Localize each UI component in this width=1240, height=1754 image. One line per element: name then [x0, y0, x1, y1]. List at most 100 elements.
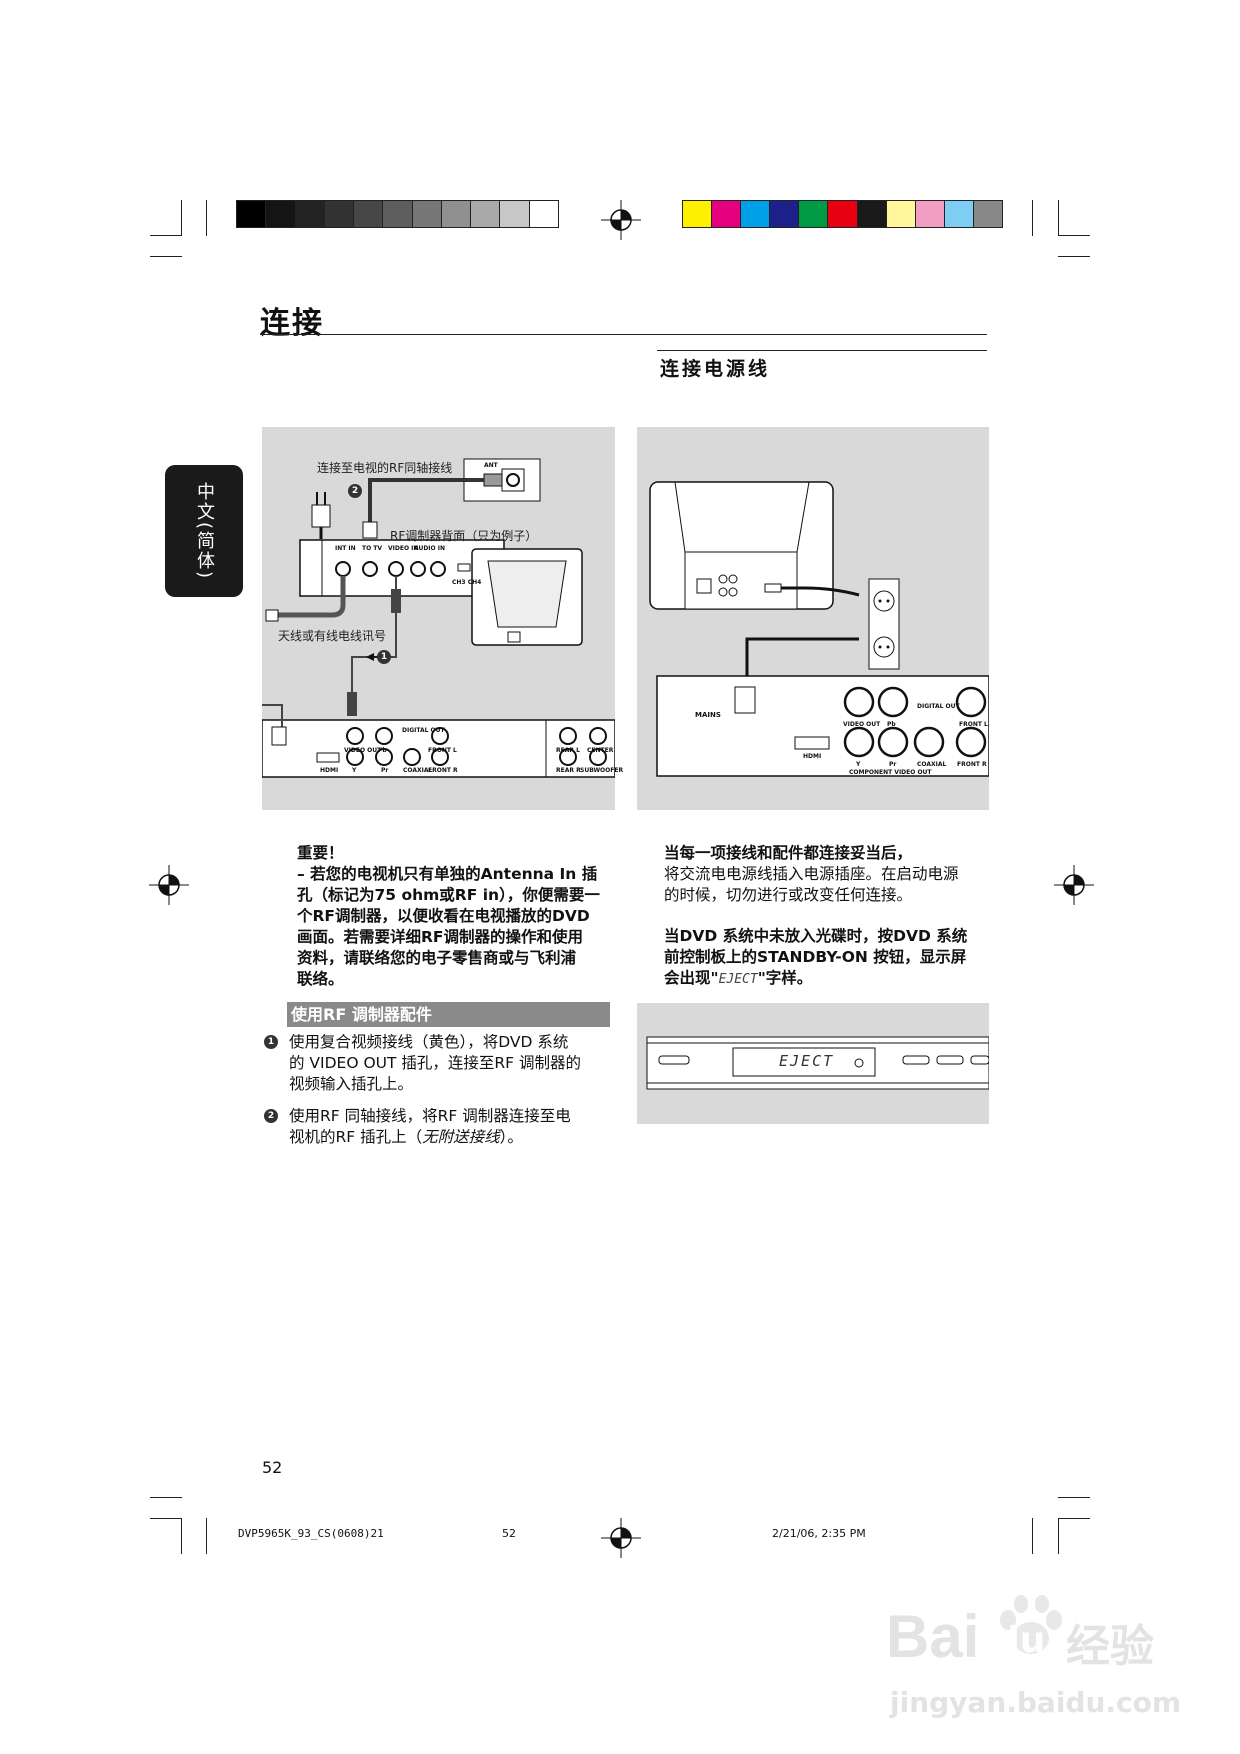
port-label: CH3 CH4: [452, 579, 482, 586]
eject-display-text: EJECT: [779, 1052, 835, 1070]
player-port-label: REAR R: [556, 767, 581, 774]
player-port-label: CENTER: [587, 747, 614, 754]
player-port-label: Pb: [887, 721, 896, 728]
front-panel-illustration: [646, 1036, 989, 1090]
player-port-label: REAR L: [556, 747, 580, 754]
ant-label: ANT: [484, 462, 498, 469]
power-last-c: "字样。: [757, 969, 813, 987]
color-swatch: [972, 200, 1003, 228]
port-label: INT IN: [335, 545, 356, 552]
power-bold-line: 前控制板上的STANDBY-ON 按钮，显示屏: [664, 948, 967, 966]
color-swatch: [265, 200, 296, 228]
color-swatch: [740, 200, 771, 228]
front-panel-diagram: EJECT: [637, 1003, 989, 1124]
rf-step-1-line: 使用复合视频接线（黄色），将DVD 系统: [289, 1033, 569, 1051]
important-line: 联络。: [297, 970, 344, 988]
color-swatch: [682, 200, 713, 228]
crop-mark: [1058, 256, 1090, 257]
power-bold-line: 当DVD 系统中未放入光碟时，按DVD 系统: [664, 927, 968, 945]
section-title: 连接电源线: [660, 358, 771, 380]
player-port-label: VIDEO OUT: [843, 721, 881, 728]
baidu-watermark: Bai du 经验 jingyan.baidu.com: [886, 1590, 1181, 1730]
player-port-label: COAXIAL: [403, 767, 433, 774]
player-port-label: Pr: [381, 767, 389, 774]
footer-page: 52: [502, 1527, 516, 1540]
power-connection-diagram: MAINS VIDEO OUT Pb DIGITAL OUT FRONT L H…: [637, 427, 989, 810]
crop-mark: [1058, 1497, 1090, 1498]
rf-step-2-italic: 无附送接线: [422, 1128, 500, 1146]
color-swatch: [323, 200, 355, 228]
crop-mark: [181, 1518, 182, 1554]
color-swatch: [711, 200, 742, 228]
important-line: 个RF调制器，以便收看在电视播放的DVD: [297, 907, 590, 925]
power-eject-glyph: EJECT: [718, 972, 758, 987]
page-title: 连接: [260, 306, 324, 341]
player-port-label: DIGITAL OUT: [402, 727, 445, 734]
port-label: TO TV: [362, 545, 383, 552]
modulator-label: RF调制器背面（只为例子）: [390, 529, 538, 543]
important-line: 资料，请联络您的电子零售商或与飞利浦: [297, 949, 577, 967]
color-swatch: [528, 200, 559, 228]
registration-mark-icon: [1054, 865, 1094, 905]
crop-mark: [150, 256, 182, 257]
player-port-label: HDMI: [803, 753, 822, 760]
power-heading: 当每一项接线和配件都连接妥当后，: [664, 844, 913, 862]
crop-mark: [150, 1497, 182, 1498]
player-port-label: SUBWOOFER: [580, 767, 624, 774]
color-swatch: [943, 200, 974, 228]
color-swatch: [885, 200, 916, 228]
power-connection-illustration: [649, 481, 989, 777]
rf-step-2-line-2: 视机的RF 插孔上（无附送接线）。: [289, 1127, 523, 1148]
color-swatch: [769, 200, 800, 228]
crop-mark: [1058, 200, 1059, 236]
step-2-marker: 2: [348, 484, 362, 498]
power-line: 的时候，切勿进行或改变任何连接。: [664, 886, 913, 904]
port-label: VIDEO IN: [388, 545, 419, 552]
player-port-label: COAXIAL: [917, 761, 947, 768]
crop-mark: [206, 1518, 207, 1554]
color-swatch: [353, 200, 384, 228]
footer-date: 2/21/06, 2:35 PM: [772, 1527, 866, 1540]
important-heading: 重要！: [297, 844, 344, 862]
mains-label: MAINS: [695, 711, 721, 719]
rf-step-2-line: 使用RF 同轴接线，将RF 调制器连接至电: [289, 1107, 571, 1125]
page-number: 52: [262, 1458, 283, 1477]
color-swatch: [499, 200, 530, 228]
rf-step-2-end: ）。: [499, 1128, 523, 1146]
antenna-label: 天线或有线电线讯号: [278, 629, 387, 643]
color-swatch: [470, 200, 501, 228]
crop-mark: [150, 235, 182, 236]
player-port-label: VIDEO OUT: [344, 747, 382, 754]
important-line: 画面。若需要详细RF调制器的操作和使用: [297, 928, 584, 946]
important-line: – 若您的电视机只有单独的Antenna In 插: [297, 865, 598, 883]
language-tab: 中文(简体): [165, 465, 243, 597]
crop-mark: [1058, 1518, 1059, 1554]
power-last-line: 会出现"EJECT"字样。: [664, 968, 812, 990]
color-swatch: [382, 200, 413, 228]
crop-mark: [1058, 1518, 1090, 1519]
player-port-label: DIGITAL OUT: [917, 703, 960, 710]
player-port-label: COMPONENT VIDEO OUT: [849, 769, 932, 776]
step-1-bullet: 1: [264, 1035, 278, 1049]
important-line: 孔（标记为75 ohm或RF in），你便需要一: [297, 886, 600, 904]
player-port-label: HDMI: [320, 767, 339, 774]
rf-step-2-text: 视机的RF 插孔上（: [289, 1128, 423, 1146]
player-port-label: FRONT R: [957, 761, 987, 768]
crop-mark: [1058, 235, 1090, 236]
color-swatch: [236, 200, 267, 228]
step-2-bullet: 2: [264, 1109, 278, 1123]
player-port-label: Y: [352, 767, 357, 774]
rf-section-title: 使用RF 调制器配件: [287, 1002, 610, 1027]
language-tab-label: 中文(简体): [194, 481, 215, 581]
crop-mark: [150, 1518, 182, 1519]
power-line: 将交流电电源线插入电源插座。在启动电源: [664, 865, 959, 883]
watermark-brand: Bai: [886, 1603, 980, 1670]
watermark-brand-2: du: [994, 1620, 1046, 1661]
title-rule: [260, 334, 987, 335]
registration-mark-icon: [601, 200, 641, 240]
watermark-url: jingyan.baidu.com: [890, 1686, 1182, 1719]
crop-mark: [206, 200, 207, 236]
player-port-label: Pr: [889, 761, 897, 768]
player-port-label: FRONT L: [428, 747, 457, 754]
player-port-label: Y: [856, 761, 861, 768]
